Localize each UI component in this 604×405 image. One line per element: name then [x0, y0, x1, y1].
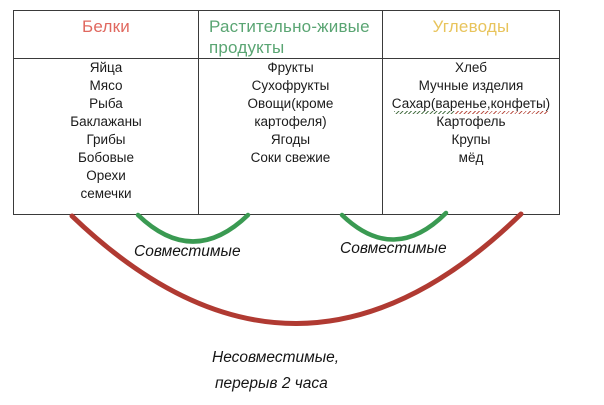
list-item: Картофель: [436, 114, 506, 129]
list-item: Мясо: [89, 78, 123, 93]
list-item: Яйца: [89, 60, 123, 75]
list-item: Рыба: [89, 96, 123, 111]
list-item: семечки: [80, 186, 132, 201]
food-compatibility-table: Белки Растительно-живые продукты Углевод…: [13, 10, 560, 215]
label-incompatible-line1: Несовместимые,: [212, 349, 340, 366]
red-arc-proteins-carbs: [69, 211, 524, 326]
header-cell-plants: Растительно-живые продукты: [198, 10, 383, 59]
list-item: Сухофрукты: [251, 78, 330, 93]
table-header-row: Белки Растительно-живые продукты Углевод…: [13, 10, 560, 59]
header-label-carbs: Углеводы: [432, 17, 510, 36]
header-label-plants: Растительно-живые продукты: [209, 17, 370, 57]
list-item-text: Сахар(варенье,конфеты): [391, 96, 551, 111]
list-item: Мучные изделия: [418, 78, 524, 93]
body-cell-carbs: Хлеб Мучные изделия Сахар(варенье,конфет…: [382, 58, 560, 215]
list-item: Крупы: [451, 132, 491, 147]
label-incompatible: Несовместимые, перерыв 2 часа: [212, 345, 412, 397]
list-item: Овощи(кроме: [247, 96, 334, 111]
list-item: Хлеб: [455, 60, 487, 75]
spellcheck-underline-green: [393, 111, 454, 114]
green-arc-proteins-plants: [135, 212, 251, 244]
header-cell-carbs: Углеводы: [382, 10, 560, 59]
list-item: Баклажаны: [70, 114, 142, 129]
list-item: Фрукты: [267, 60, 314, 75]
list-item: Ягоды: [270, 132, 311, 147]
body-cell-plants: Фрукты Сухофрукты Овощи(кроме картофеля)…: [198, 58, 383, 215]
body-cell-proteins: Яйца Мясо Рыба Баклажаны Грибы Бобовые О…: [13, 58, 199, 215]
green-arc-plants-carbs: [339, 210, 449, 242]
list-item: мёд: [458, 150, 484, 165]
list-item: Орехи: [86, 168, 126, 183]
list-item: Соки свежие: [250, 150, 331, 165]
spellcheck-underline-red: [393, 111, 549, 114]
label-compatible-right: Совместимые: [340, 240, 447, 257]
list-item: Грибы: [86, 132, 126, 147]
label-incompatible-line2: перерыв 2 часа: [215, 375, 328, 392]
label-compatible-left: Совместимые: [134, 243, 241, 260]
list-item-spellchecked: Сахар(варенье,конфеты): [391, 95, 551, 114]
list-item: картофеля): [254, 114, 327, 129]
header-label-proteins: Белки: [82, 17, 130, 36]
table-body-row: Яйца Мясо Рыба Баклажаны Грибы Бобовые О…: [13, 58, 560, 215]
header-cell-proteins: Белки: [13, 10, 199, 59]
list-item: Бобовые: [78, 150, 134, 165]
